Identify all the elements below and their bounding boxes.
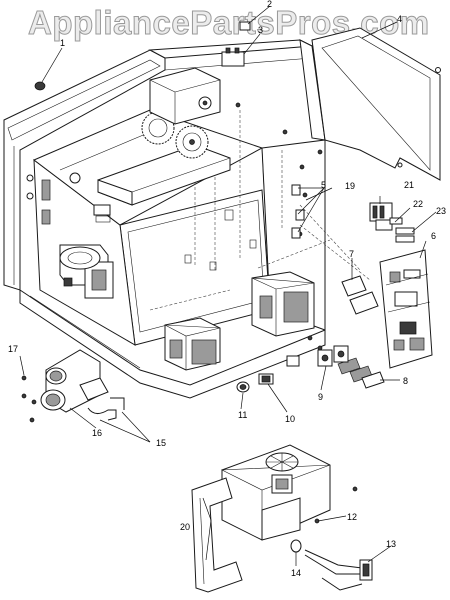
front-panel-details <box>26 172 111 216</box>
callout-12: 12 <box>347 512 357 522</box>
callout-23: 23 <box>436 206 446 216</box>
callout-11: 11 <box>238 410 247 420</box>
fan-motor-housing <box>149 67 221 125</box>
part-harness <box>290 539 373 591</box>
callout-20: 20 <box>180 522 190 532</box>
part-duct-strip <box>191 477 243 593</box>
leader-lines <box>19 5 437 566</box>
left-transformer-block <box>59 244 114 299</box>
callout-19: 19 <box>345 181 355 191</box>
callout-8: 8 <box>403 376 408 386</box>
part-terminal-blocks <box>369 202 415 243</box>
callout-6: 6 <box>431 231 436 241</box>
part-brackets <box>291 184 305 239</box>
callout-15: 15 <box>156 438 166 448</box>
callout-10: 10 <box>285 414 295 424</box>
callout-13: 13 <box>386 539 396 549</box>
callout-labels: 1 2 3 4 5 19 21 22 23 6 7 8 9 10 11 12 1… <box>8 0 446 578</box>
part-relay-top <box>221 21 251 67</box>
callout-3: 3 <box>258 25 263 35</box>
callout-2: 2 <box>267 0 272 9</box>
callout-17: 17 <box>8 344 18 354</box>
callout-5: 5 <box>321 180 326 190</box>
callout-14: 14 <box>291 568 301 578</box>
part-interlock-switches <box>317 345 349 367</box>
part-knob <box>34 81 46 91</box>
callout-16: 16 <box>92 428 102 438</box>
part-switch-actuators <box>337 275 385 389</box>
part-control-board <box>379 249 433 369</box>
transformer-front <box>164 317 221 371</box>
callout-9: 9 <box>318 392 323 402</box>
callout-21: 21 <box>404 180 414 190</box>
hv-transformer <box>251 271 315 337</box>
part-magnetron <box>220 444 331 541</box>
part-capacitors <box>21 349 125 423</box>
part-small-components <box>236 355 300 393</box>
callout-1: 1 <box>60 38 65 48</box>
callout-4: 4 <box>397 14 402 24</box>
part-outer-cover <box>311 27 441 181</box>
air-guide-box <box>97 144 231 206</box>
callout-22: 22 <box>413 199 423 209</box>
callout-7: 7 <box>349 249 354 259</box>
